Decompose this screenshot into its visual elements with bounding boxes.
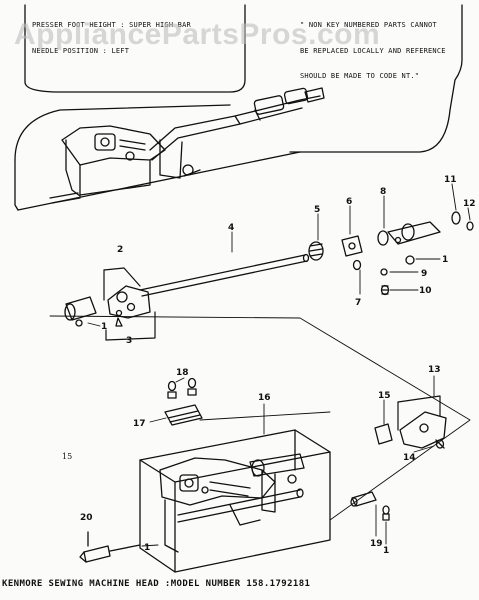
presser-foot-height-text: PRESSER FOOT HEIGHT : SUPER HIGH BAR — [32, 21, 191, 29]
callout-17: 17 — [133, 419, 146, 429]
right-side-shaft-parts — [308, 211, 474, 296]
hook-drive-shaft — [139, 253, 310, 297]
diagram-caption: KENMORE SEWING MACHINE HEAD :MODEL NUMBE… — [2, 579, 311, 589]
non-key-note-line-3: SHOULD BE MADE TO CODE NT." — [300, 72, 420, 80]
watermark-text: AppliancePartsPros.com — [14, 18, 381, 51]
callout-numbers: 1 2 3 4 5 6 7 8 9 10 1 11 12 13 14 15 16… — [80, 175, 476, 556]
callout-16: 16 — [258, 393, 271, 403]
callout-3: 3 — [126, 336, 132, 346]
callout-15: 15 — [378, 391, 391, 401]
callout-1-left: 1 — [101, 322, 107, 332]
non-key-note-line-1: " NON KEY NUMBERED PARTS CANNOT — [300, 21, 437, 29]
callout-8: 8 — [380, 187, 386, 197]
callout-18: 18 — [176, 368, 189, 378]
non-key-note-line-2: BE REPLACED LOCALLY AND REFERENCE — [300, 46, 446, 55]
callout-2: 2 — [117, 245, 123, 255]
lower-small-parts — [79, 491, 390, 563]
callout-10: 10 — [419, 286, 432, 296]
lower-hook-assembly-housing — [139, 429, 331, 573]
callout-brackets — [103, 267, 441, 431]
callout-19: 19 — [370, 539, 383, 549]
assembly-leader-lines — [49, 315, 471, 521]
callout-20: 20 — [80, 513, 93, 523]
callout-5: 5 — [314, 205, 320, 215]
upper-hook-drive-assembly — [49, 87, 325, 204]
callout-11: 11 — [444, 175, 457, 185]
needle-position-text: NEEDLE POSITION : LEFT — [32, 46, 130, 55]
presser-foot-note: PRESSER FOOT HEIGHT : SUPER HIGH BAR NEE… — [32, 4, 191, 72]
left-side-shaft-parts — [64, 285, 151, 327]
callout-4: 4 — [228, 223, 234, 233]
callout-14: 14 — [403, 453, 416, 463]
callout-12: 12 — [463, 199, 476, 209]
callout-6: 6 — [346, 197, 352, 207]
lower-hook-drive-assembly — [159, 453, 305, 553]
callout-1-right: 1 — [442, 255, 448, 265]
callout-9: 9 — [421, 269, 427, 279]
callout-1-lower-left: 1 — [144, 543, 150, 553]
page-number: 15 — [62, 452, 73, 461]
callout-leaders — [87, 183, 471, 547]
lower-top-parts — [164, 377, 203, 426]
callout-7: 7 — [355, 298, 361, 308]
callout-13: 13 — [428, 365, 441, 375]
non-key-parts-note: " NON KEY NUMBERED PARTS CANNOT BE REPLA… — [300, 4, 446, 98]
callout-1-lower-right: 1 — [383, 546, 389, 556]
lower-right-parts — [374, 411, 447, 449]
